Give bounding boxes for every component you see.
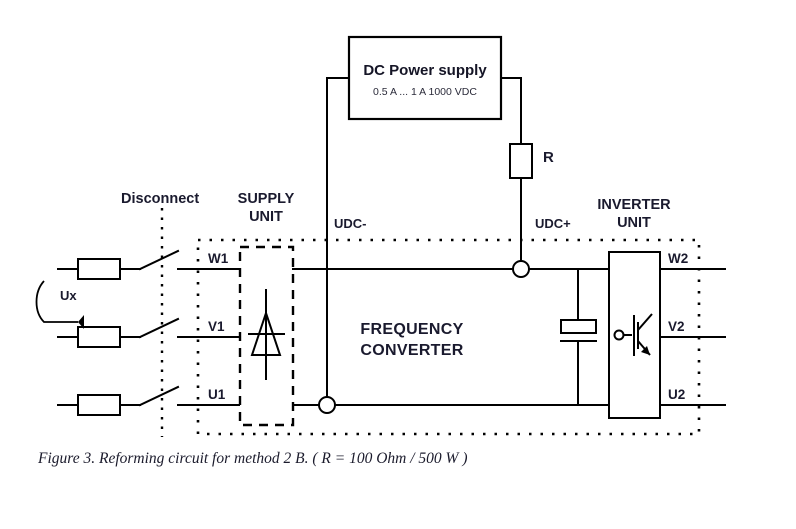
ux-arrow-curve (35, 280, 78, 323)
source-label: Ux (60, 288, 77, 303)
output-phase-v2: V2 (659, 319, 726, 338)
output-phase-w2: W2 (659, 251, 726, 270)
source-voltage-indicator: Ux (35, 280, 84, 329)
supply-unit-dashed-box (238, 245, 295, 427)
igbt-gate-node (613, 329, 625, 341)
igbt-symbol (613, 313, 653, 356)
inverter-unit-block (608, 251, 661, 419)
resistor-r: R (509, 143, 554, 179)
capacitor-plate-top (560, 319, 597, 334)
frequency-converter-label-line2: CONVERTER (360, 342, 463, 359)
fuse-u1 (77, 394, 121, 416)
frequency-converter-label-line1: FREQUENCY (360, 321, 463, 338)
supply-unit-label-line1: SUPPLY (238, 191, 295, 207)
dc-power-supply-block: DC Power supply 0.5 A ... 1 A 1000 VDC (347, 35, 503, 121)
frequency-converter-enclosure (196, 238, 701, 436)
dc-power-supply-rating: 0.5 A ... 1 A 1000 VDC (373, 86, 477, 98)
figure-caption: Figure 3. Reforming circuit for method 2… (37, 450, 467, 467)
dc-supply-positive-lead (500, 77, 522, 270)
switch-w1 (138, 249, 180, 271)
fuse-w1 (77, 258, 121, 280)
input-phase-v1: V1 (57, 317, 241, 348)
dc-power-supply-title: DC Power supply (363, 62, 487, 79)
terminal-label-w2: W2 (668, 251, 688, 266)
resistor-label: R (543, 149, 554, 166)
output-phase-u2: U2 (659, 387, 726, 406)
supply-unit-label-line2: UNIT (249, 209, 283, 225)
inverter-unit-label-line2: UNIT (617, 215, 651, 231)
input-phase-w1: W1 (57, 249, 241, 280)
udc-positive-label: UDC+ (535, 216, 571, 231)
dc-power-supply-box (347, 35, 503, 121)
junction-node-udc-positive (512, 260, 530, 278)
terminal-label-v2: V2 (668, 319, 685, 334)
switch-u1 (138, 385, 180, 407)
junction-node-udc-negative (318, 396, 336, 414)
terminal-label-w1: W1 (208, 251, 229, 266)
supply-unit-block (238, 245, 295, 427)
inverter-unit-label-line1: INVERTER (597, 197, 671, 213)
ux-arrow-head (78, 315, 84, 329)
switch-v1 (138, 317, 180, 339)
terminal-label-u2: U2 (668, 387, 685, 402)
dc-link-capacitor (560, 268, 597, 406)
udc-negative-label: UDC- (334, 216, 367, 231)
terminal-label-v1: V1 (208, 319, 225, 334)
terminal-label-u1: U1 (208, 387, 226, 402)
rectifier-diode-symbol (248, 289, 285, 380)
fuse-v1 (77, 326, 121, 348)
resistor-body (509, 143, 533, 179)
igbt-arrow-head (641, 346, 650, 355)
dc-supply-negative-lead (326, 77, 350, 406)
disconnect-label: Disconnect (121, 191, 199, 207)
input-phase-u1: U1 (57, 385, 241, 416)
dc-bus-rails (292, 268, 610, 406)
